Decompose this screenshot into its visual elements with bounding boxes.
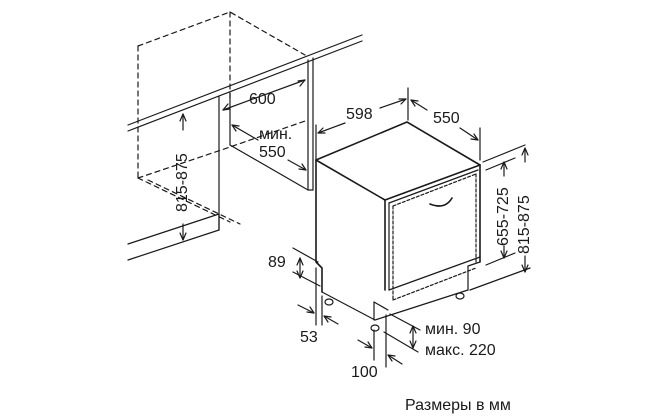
countertop: [127, 34, 363, 132]
label-plinth-max: макс. 220: [425, 342, 496, 359]
dim-niche-depth: [231, 124, 307, 171]
dim-right-extensions: [469, 144, 531, 291]
label-niche-height: 815-875: [174, 153, 191, 212]
label-side-plinth-height: 89: [268, 254, 286, 271]
plinth-base: [321, 289, 469, 321]
label-appliance-depth: 550: [433, 110, 460, 127]
dim-appliance-depth: [410, 99, 481, 161]
units-caption: Размеры в мм: [405, 397, 511, 414]
label-appliance-width: 598: [346, 106, 373, 123]
niche-side-panels: [127, 57, 314, 261]
dishwasher-body: [315, 121, 481, 293]
door-panel: [388, 169, 481, 301]
dim-niche-height: [179, 113, 187, 241]
label-niche-width: 600: [249, 91, 276, 108]
label-door-height: 655-725: [495, 187, 512, 246]
dim-plinth-range: [383, 313, 421, 353]
door-handle: [429, 197, 453, 207]
dim-appliance-width: [315, 87, 409, 161]
dim-side-offset: [297, 267, 339, 326]
label-niche-min-prefix: мин.: [259, 126, 293, 143]
dim-total-height: [521, 147, 529, 273]
dim-front-offset: [357, 314, 403, 368]
dim-door-height: [500, 161, 508, 259]
dim-niche-width: [222, 79, 306, 111]
niche-dashed-outline: [137, 11, 309, 225]
label-total-height: 815-875: [516, 195, 533, 254]
label-niche-min-depth: 550: [259, 144, 286, 161]
feet: [324, 292, 465, 332]
label-plinth-min: мин. 90: [425, 321, 481, 338]
label-front-offset: 100: [351, 364, 378, 381]
label-side-offset: 53: [300, 329, 318, 346]
